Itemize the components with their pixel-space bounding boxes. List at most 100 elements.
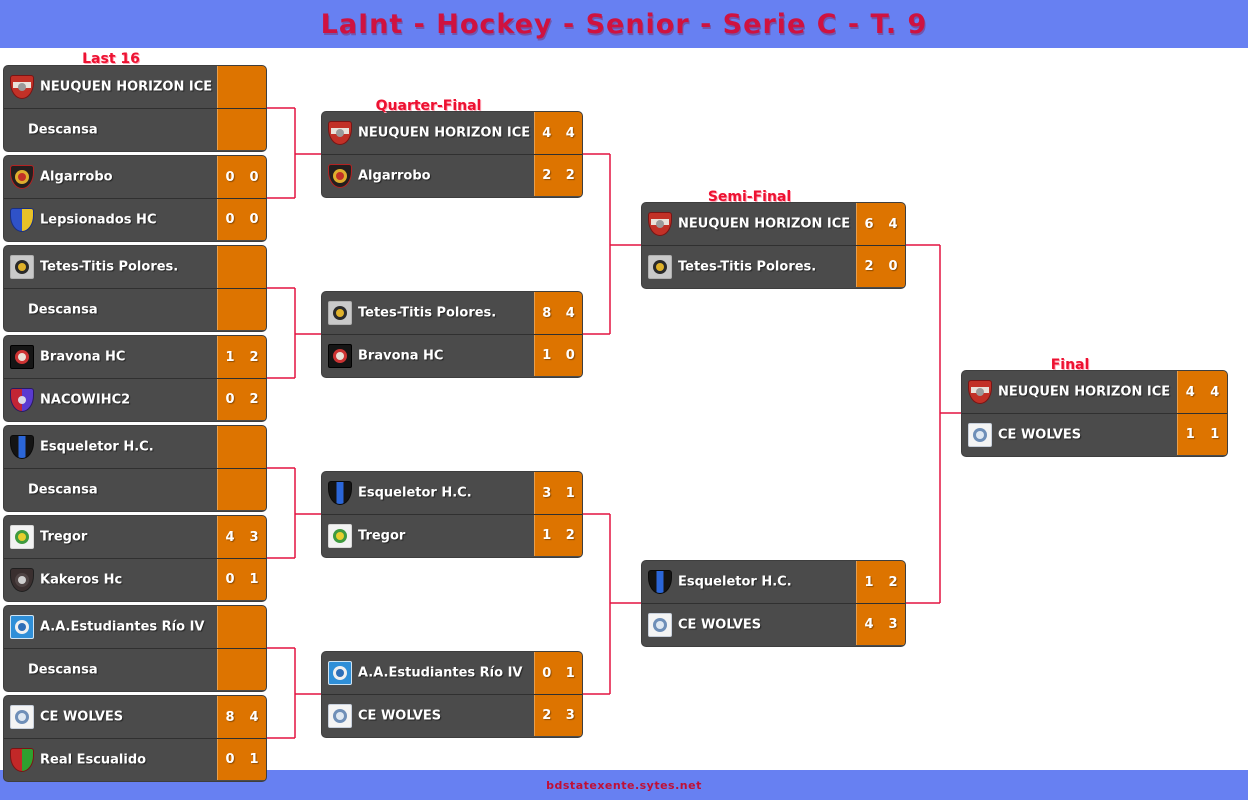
wolves-crest-icon <box>968 422 992 447</box>
esqueletor-crest-icon <box>648 570 672 594</box>
crest-inner <box>656 262 664 271</box>
estudiantes-crest-icon <box>328 661 352 685</box>
crest-inner <box>18 83 26 91</box>
score-leg2: 4 <box>888 216 898 232</box>
neuquen-crest-icon <box>10 75 34 99</box>
score-leg1: 4 <box>225 529 235 545</box>
team-name: Kakeros Hc <box>40 572 123 587</box>
crest-inner <box>336 711 344 720</box>
team-name: Tetes-Titis Polores. <box>358 305 497 321</box>
score-box <box>217 606 266 648</box>
tetes-crest-icon <box>648 254 672 279</box>
team-row[interactable]: A.A.Estudiantes Río IV <box>4 606 266 648</box>
team-name: Esqueletor H.C. <box>358 485 472 501</box>
team-name: Algarrobo <box>358 168 431 183</box>
crest-inner <box>18 263 26 271</box>
score-leg1: 1 <box>1185 427 1195 442</box>
crest-inner <box>336 129 344 137</box>
team-name: NACOWIHC2 <box>40 392 131 407</box>
round-label: Quarter-Final <box>375 98 482 114</box>
score-leg1: 4 <box>864 617 874 632</box>
score-box <box>217 649 266 690</box>
neuquen-crest-icon <box>328 121 352 145</box>
score-leg2: 0 <box>565 348 575 363</box>
crest-inner <box>18 173 26 181</box>
score-leg1: 1 <box>225 349 235 365</box>
team-row[interactable]: Descansa <box>4 648 266 690</box>
team-name: Descansa <box>28 122 98 137</box>
team-name: Real Escualido <box>40 752 147 767</box>
score-leg2: 3 <box>565 708 575 723</box>
round-label: Final <box>1050 357 1090 373</box>
score-leg2: 0 <box>249 212 259 227</box>
score-leg2: 2 <box>565 168 575 183</box>
match: Esqueletor H.C.Descansa <box>4 426 266 511</box>
score-leg1: 8 <box>225 709 235 725</box>
team-row[interactable]: Descansa <box>4 108 266 150</box>
crest-inner <box>336 669 344 677</box>
team-name: Tregor <box>358 528 406 543</box>
team-name: Descansa <box>28 302 98 317</box>
team-name: NEUQUEN HORIZON ICE <box>678 216 851 232</box>
score-leg2: 2 <box>565 528 575 543</box>
team-row[interactable]: Tetes-Titis Polores. <box>4 246 266 288</box>
team-row[interactable]: Esqueletor H.C. <box>4 426 266 468</box>
score-leg2: 0 <box>249 169 259 185</box>
wolves-crest-icon <box>648 612 672 637</box>
esqueletor-crest-icon <box>328 481 352 505</box>
score-leg2: 2 <box>888 574 898 590</box>
crest-inner <box>18 623 26 631</box>
team-row[interactable]: NEUQUEN HORIZON ICE <box>4 66 266 108</box>
team-row[interactable]: Descansa <box>4 468 266 510</box>
algarrobo-crest-icon <box>10 165 34 189</box>
team-row[interactable]: Descansa <box>4 288 266 330</box>
team-name: Algarrobo <box>40 169 113 185</box>
tetes-crest-icon <box>10 255 34 279</box>
footer-link[interactable]: bdstatexente.sytes.net <box>546 778 702 792</box>
score-leg2: 2 <box>249 392 259 407</box>
team-name: CE WOLVES <box>678 617 762 632</box>
score-leg2: 3 <box>888 617 898 632</box>
score-leg1: 0 <box>542 665 552 681</box>
